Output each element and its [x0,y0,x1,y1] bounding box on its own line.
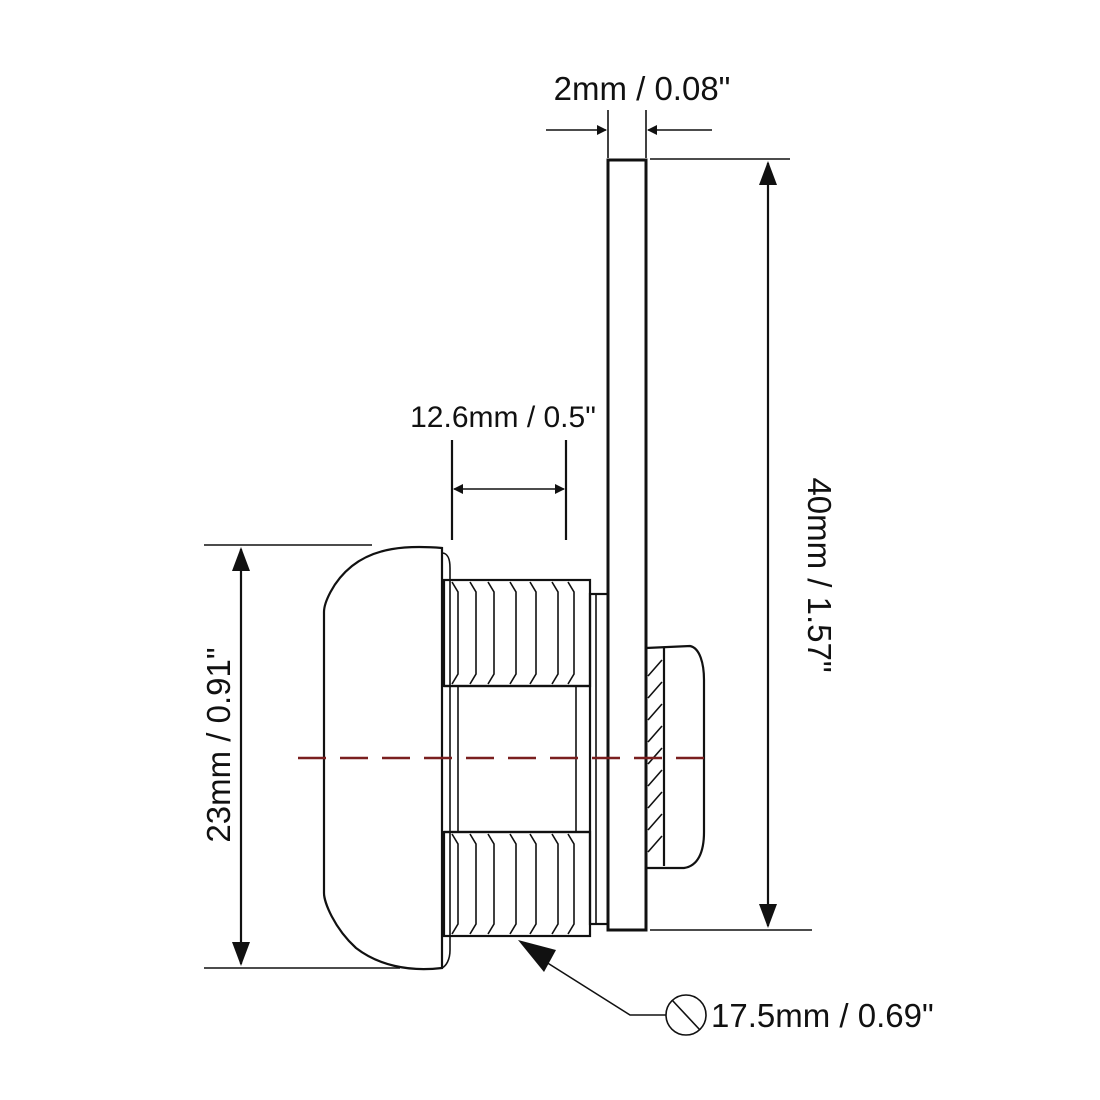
cam-plate [606,158,648,932]
hatch-line [647,813,663,831]
thread-diameter-dimension: 17.5mm / 0.69" [518,940,934,1036]
plate-thickness-label: 2mm / 0.08" [554,70,731,107]
thread-ridge [487,581,495,685]
hatch-line [647,747,663,765]
head-diameter-dimension: 23mm / 0.91" [200,544,400,969]
thread-ridge [451,581,459,685]
plate-thickness-dimension: 2mm / 0.08" [546,70,730,158]
thread-ridge [509,833,517,935]
thread-ridge [551,581,559,685]
hatch-line [647,835,663,853]
thread-ridge [529,581,537,685]
rear-cap [644,644,706,870]
hatch-line [647,703,663,721]
diameter-icon [665,994,707,1036]
cam-length-dimension: 40mm / 1.57" [650,158,838,931]
hatch-line [647,725,663,743]
thread-ridge [487,833,495,935]
lower-thread-lines [451,833,575,935]
head-diameter-label: 23mm / 0.91" [200,647,237,842]
hatch-line [647,791,663,809]
hatch-line [647,681,663,699]
hatch-lines [647,659,663,853]
thread-ridge [529,833,537,935]
cam-length-label: 40mm / 1.57" [801,477,838,672]
thread-ridge [567,581,575,685]
thread-ridge [509,581,517,685]
hatch-line [647,769,663,787]
thread-length-label: 12.6mm / 0.5" [410,401,596,434]
thread-ridge [551,833,559,935]
hatch-line [647,659,663,677]
thread-length-dimension: 12.6mm / 0.5" [410,401,596,540]
thread-diameter-label: 17.5mm / 0.69" [711,997,934,1034]
thread-ridge [451,833,459,935]
thread-ridge [567,833,575,935]
thread-ridge [469,833,477,935]
thread-ridge [469,581,477,685]
upper-thread-lines [451,581,575,685]
